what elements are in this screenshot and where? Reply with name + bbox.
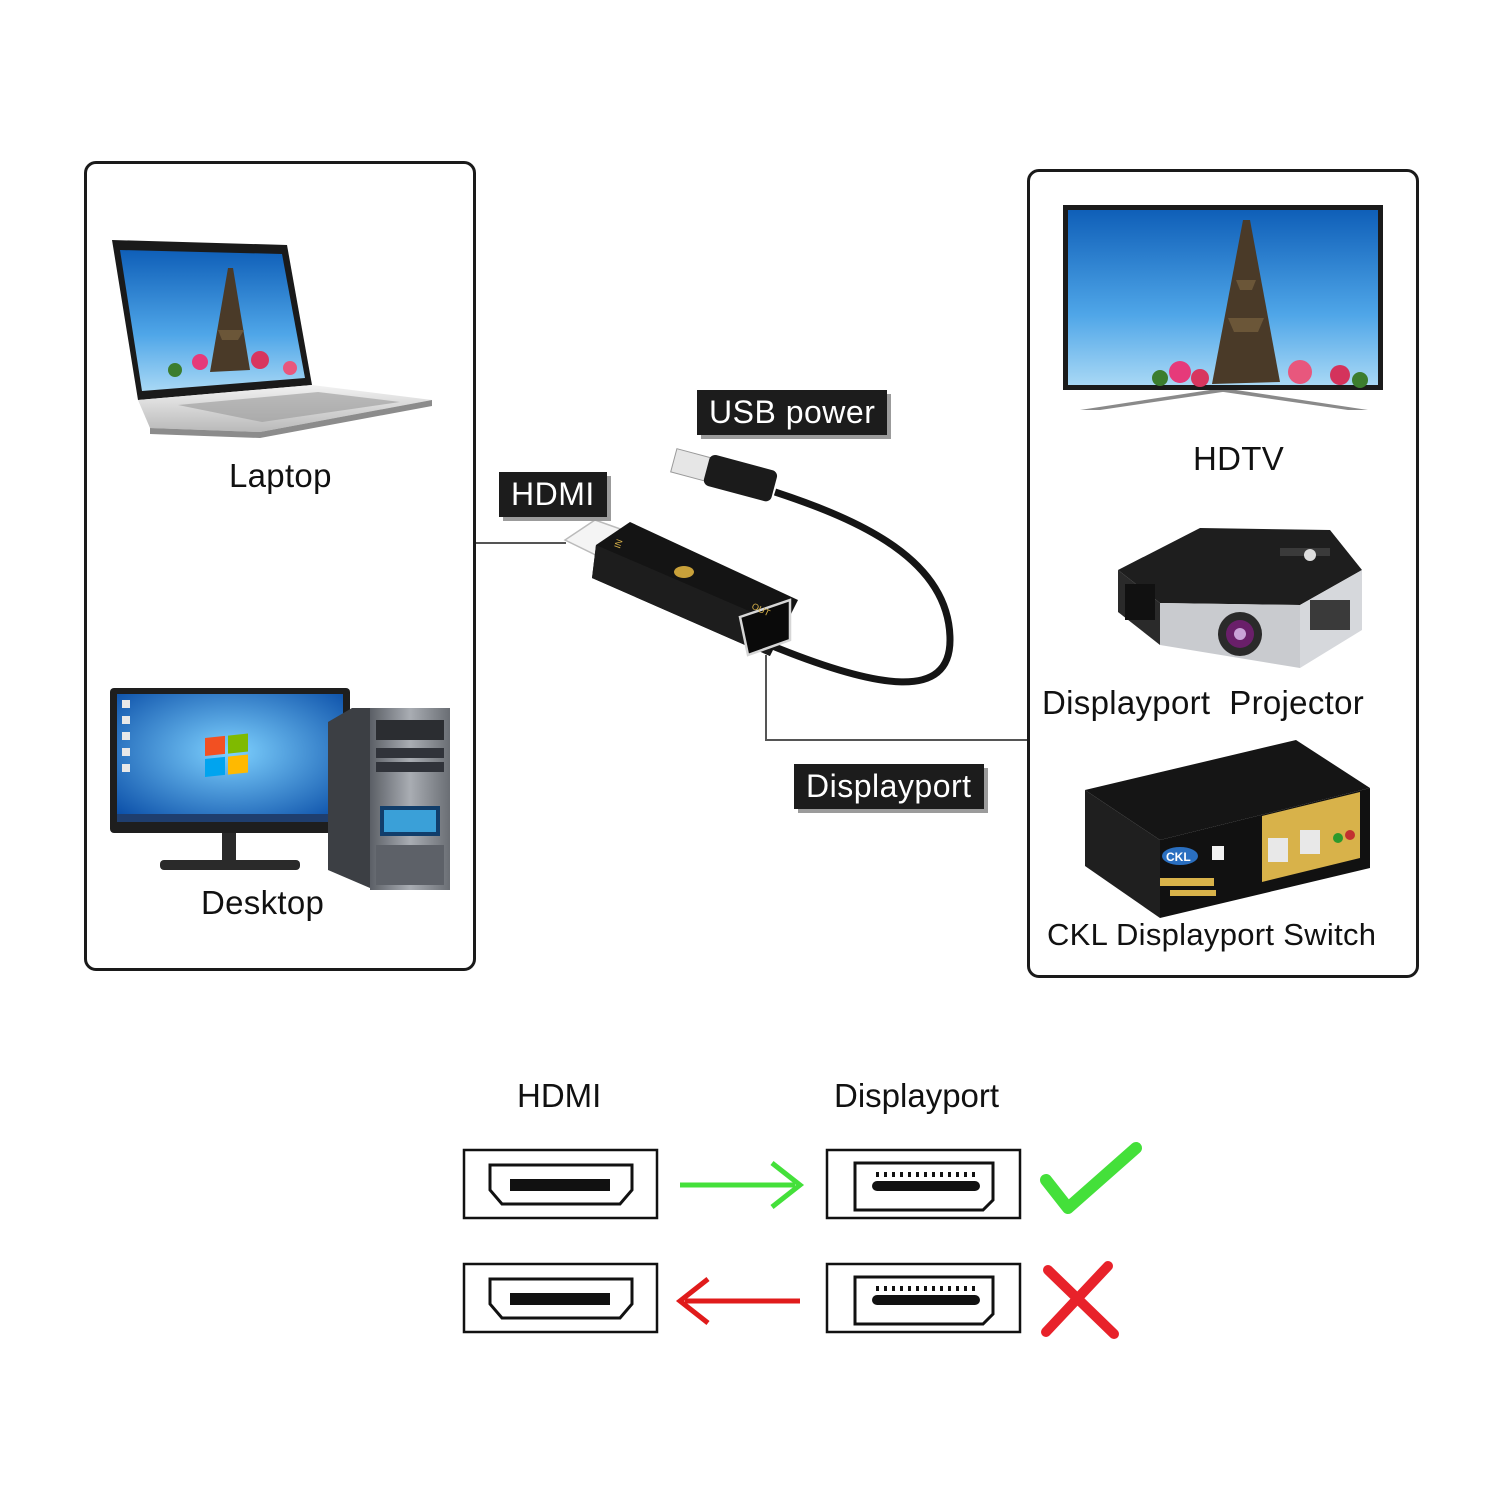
laptop-label: Laptop: [229, 457, 332, 494]
display-panel: [1027, 169, 1419, 978]
legend-row-unsupported: [462, 1261, 1119, 1339]
in-marking: IN: [612, 538, 624, 550]
cross-icon: [1041, 1261, 1119, 1339]
displayport-port-icon: [825, 1262, 1022, 1334]
legend-displayport-title: Displayport: [834, 1077, 1000, 1114]
displayport-tag: Displayport: [794, 764, 984, 809]
out-marking: OUT: [750, 601, 772, 618]
hdmi-port-icon: [462, 1262, 659, 1334]
projector-label: Displayport Projector: [1042, 684, 1365, 721]
source-panel: [84, 161, 476, 971]
hdmi-port-icon: [462, 1148, 659, 1220]
checkmark-icon: [1040, 1142, 1142, 1214]
usb-power-tag: USB power: [697, 390, 888, 435]
hdtv-label: HDTV: [1193, 440, 1285, 477]
legend-row-supported: [462, 1142, 1142, 1220]
legend-hdmi-title: HDMI: [517, 1077, 602, 1114]
kvm-switch-label: CKL Displayport Switch: [1047, 917, 1377, 952]
hdmi-tag: HDMI: [499, 472, 607, 517]
desktop-label: Desktop: [201, 884, 325, 921]
displayport-port-icon: [825, 1148, 1022, 1220]
